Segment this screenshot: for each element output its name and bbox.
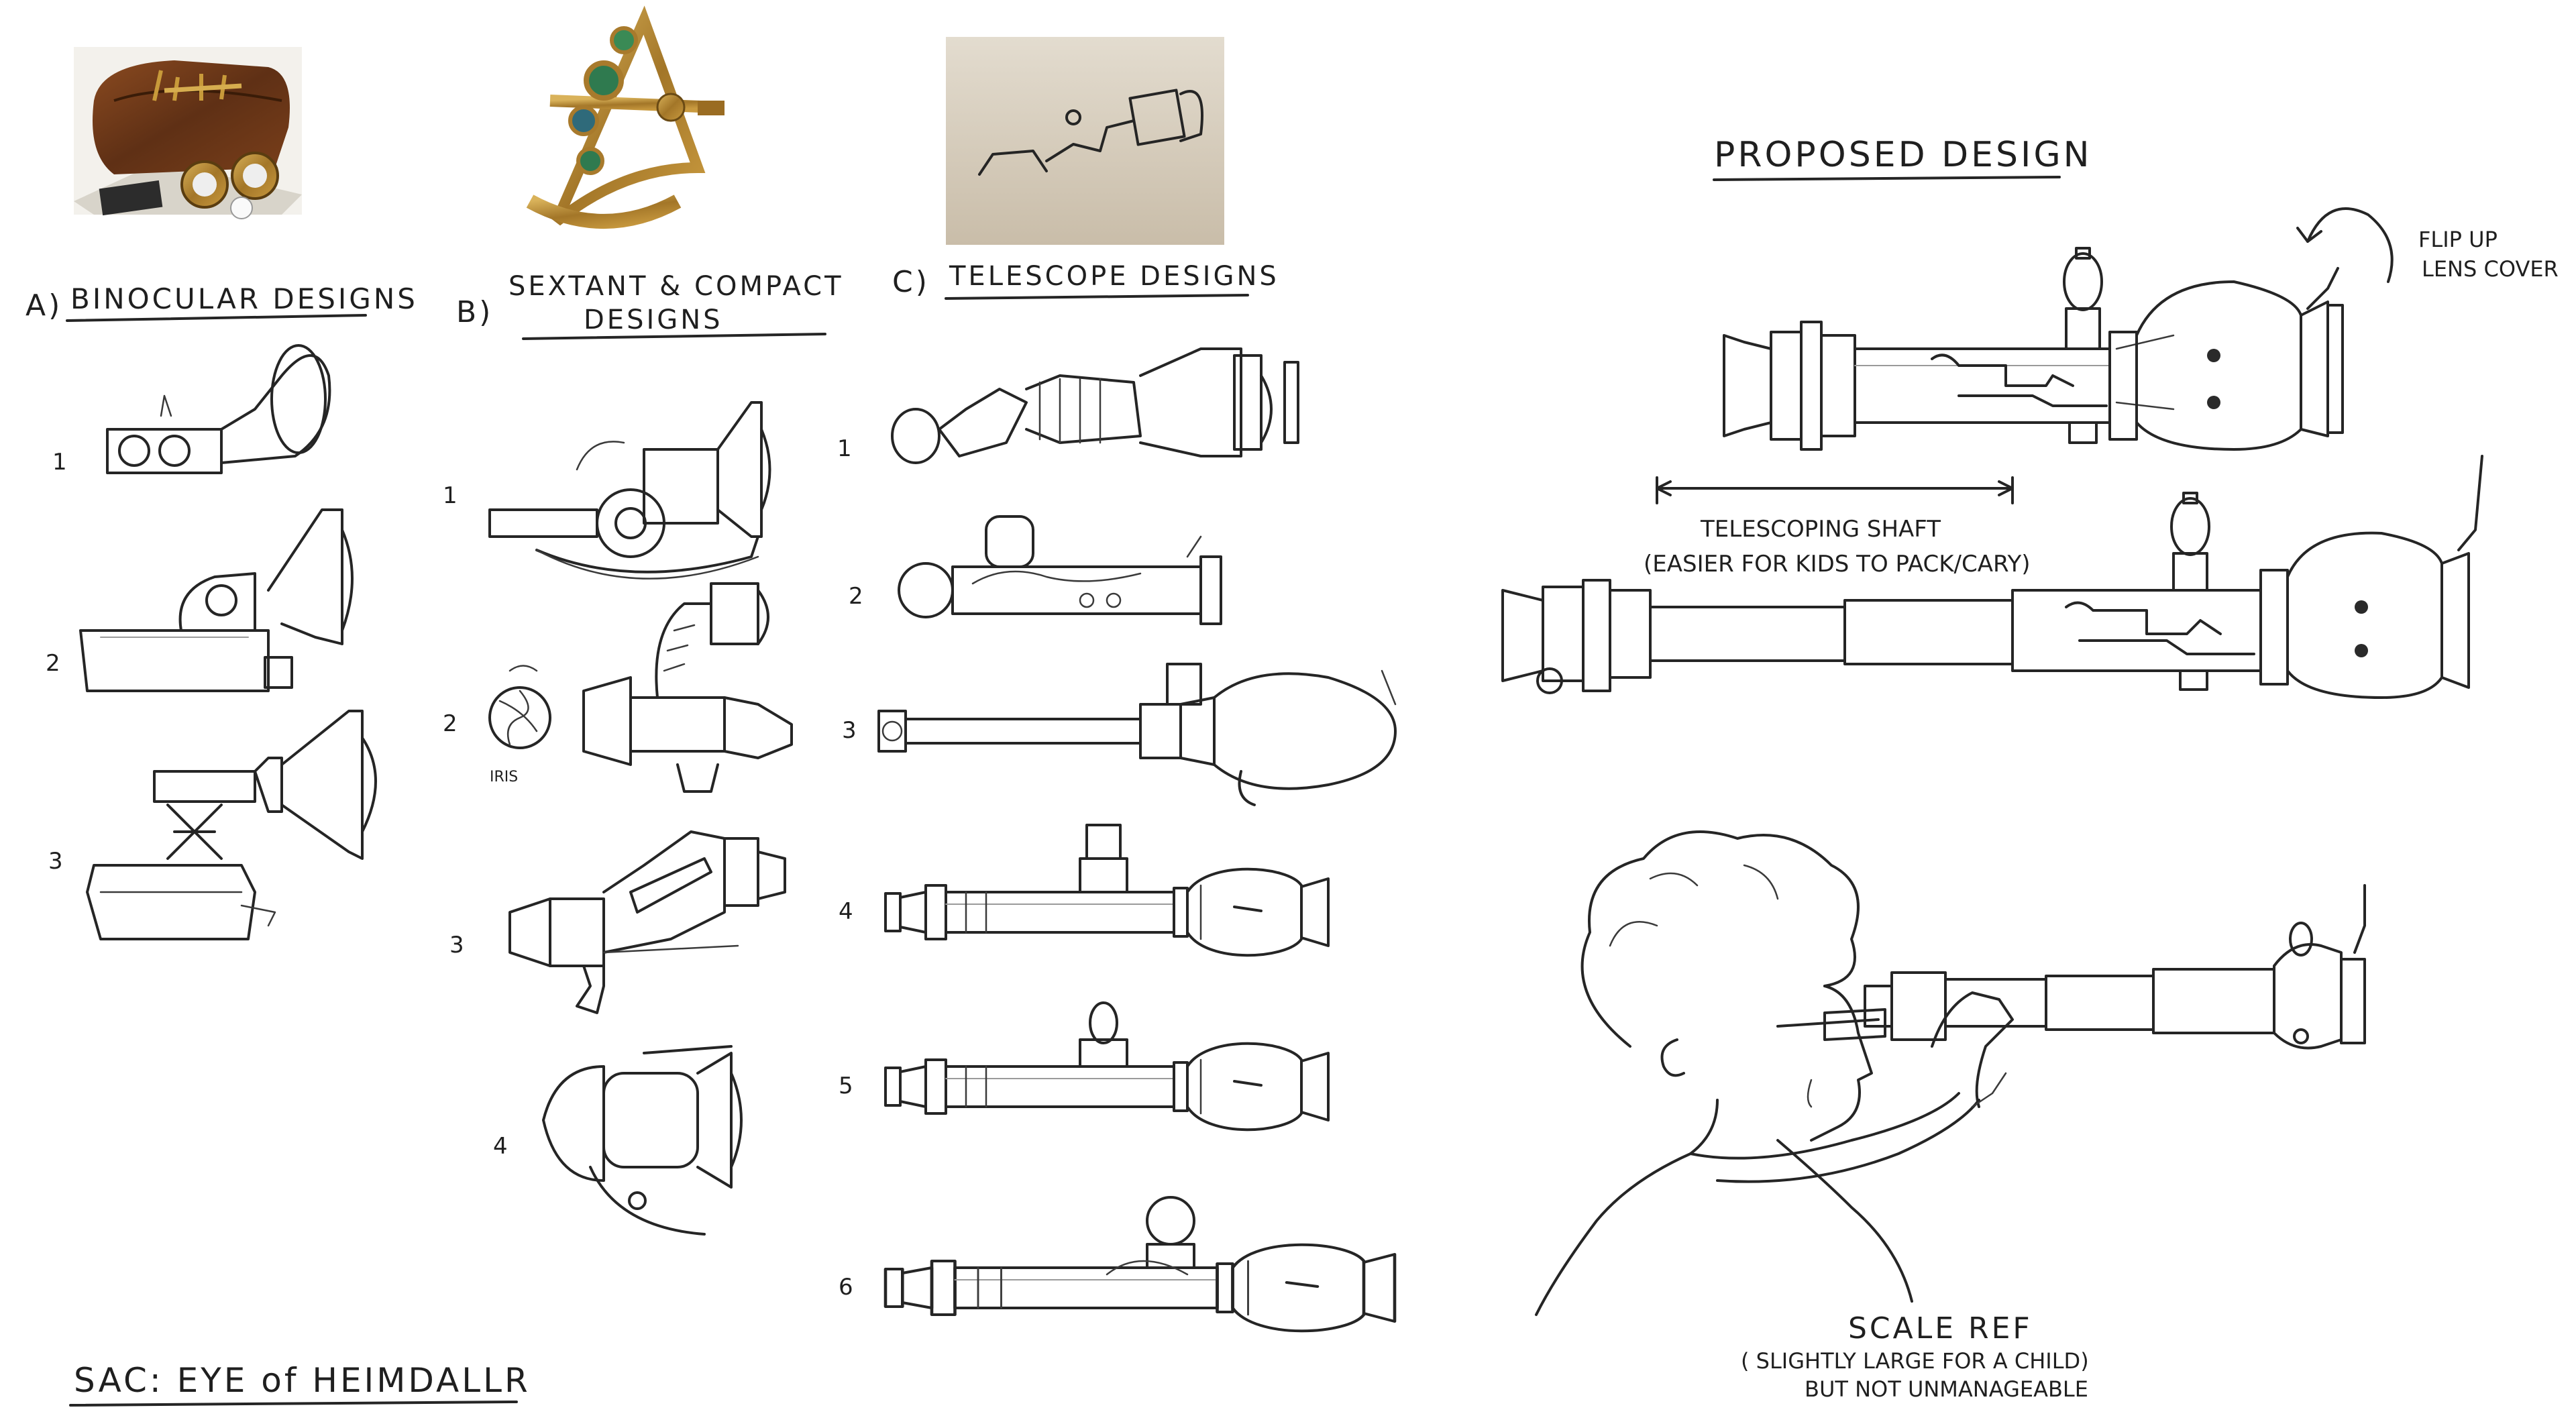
binocular-design-2: 2	[46, 508, 354, 692]
sheet-title-block: SAC: EYE of HEIMDALLR	[69, 1361, 531, 1407]
design-number: 1	[837, 435, 852, 462]
design-number: 5	[839, 1073, 853, 1099]
design-number: 3	[48, 848, 63, 875]
design-number: 2	[46, 650, 60, 677]
proposed-heading: PROPOSED DESIGN	[1713, 135, 2092, 181]
proposed-title: PROPOSED DESIGN	[1714, 135, 2092, 175]
section-a-title: BINOCULAR DESIGNS	[70, 282, 418, 315]
telescope-design-2: 2	[849, 515, 1222, 625]
telescope-design-5: 5	[839, 1001, 1330, 1132]
scale-title: SCALE REF	[1848, 1311, 2033, 1346]
sextant-design-2: 2 IRIS	[443, 582, 793, 793]
section-b-letter: B)	[456, 295, 493, 329]
binocular-design-3: 3	[48, 710, 377, 940]
lens-note-line1: FLIP UP	[2418, 227, 2498, 252]
scale-reference-sketch	[1535, 830, 2366, 1316]
shaft-label: TELESCOPING SHAFT	[1700, 516, 1941, 543]
design-number: 2	[443, 710, 458, 737]
binocular-case-photo	[74, 47, 302, 219]
telescope-sketch-photo	[946, 37, 1224, 245]
sheet-title: SAC: EYE of HEIMDALLR	[74, 1361, 531, 1400]
scale-line2: BUT NOT UNMANAGEABLE	[1805, 1376, 2088, 1402]
section-a-heading: A) BINOCULAR DESIGNS	[25, 282, 418, 323]
design-number: 4	[839, 898, 853, 925]
section-c-heading: C) TELESCOPE DESIGNS	[892, 261, 1279, 300]
sextant-design-4: 4	[493, 1045, 743, 1236]
telescope-design-6: 6	[839, 1196, 1395, 1331]
section-c-title: TELESCOPE DESIGNS	[949, 261, 1279, 292]
scale-reference-text: SCALE REF ( SLIGHTLY LARGE FOR A CHILD) …	[1741, 1311, 2089, 1402]
binocular-design-1: 1	[52, 344, 331, 476]
extended-telescope-sketch	[1501, 455, 2483, 699]
section-c-letter: C)	[892, 265, 930, 299]
design-number: 6	[839, 1274, 853, 1301]
design-number: 1	[52, 449, 67, 476]
telescope-design-1: 1	[837, 347, 1299, 464]
sextant-design-3: 3	[449, 830, 786, 1014]
shaft-note: (EASIER FOR KIDS TO PACK/CARY)	[1644, 551, 2030, 578]
section-b-title-line1: SEXTANT & COMPACT	[508, 271, 844, 302]
lens-note-line2: LENS COVER	[2422, 256, 2559, 282]
design-number: 1	[443, 482, 458, 509]
iris-note: IRIS	[490, 769, 518, 785]
section-b-heading: B) SEXTANT & COMPACT DESIGNS	[456, 271, 844, 340]
section-b-title-line2: DESIGNS	[584, 305, 723, 335]
section-a-letter: A)	[25, 288, 62, 323]
design-number: 4	[493, 1133, 508, 1160]
sextant-photo	[526, 5, 724, 229]
design-number: 3	[842, 717, 857, 744]
telescope-design-3: 3	[842, 663, 1397, 806]
scale-line1: ( SLIGHTLY LARGE FOR A CHILD)	[1741, 1348, 2089, 1374]
flip-up-lens-note: FLIP UP LENS COVER	[2296, 207, 2559, 283]
design-number: 2	[849, 583, 863, 610]
telescope-design-4: 4	[839, 824, 1330, 957]
proposed-design-sketch	[1723, 247, 2344, 451]
sextant-design-1: 1	[443, 401, 771, 580]
design-number: 3	[449, 932, 464, 959]
telescoping-shaft-annotation: TELESCOPING SHAFT (EASIER FOR KIDS TO PA…	[1644, 476, 2030, 578]
